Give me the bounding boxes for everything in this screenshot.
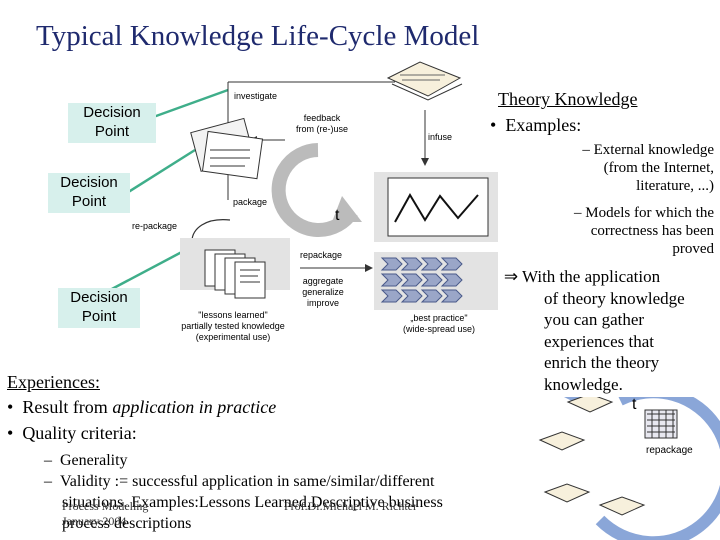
theory-arrow-block: ⇒With the application of theory knowledg… <box>500 264 716 397</box>
label-re-package: re-package <box>132 221 178 231</box>
experiences-heading: Experiences: <box>7 372 100 392</box>
label-infuse: infuse <box>428 132 453 142</box>
open-book-icon <box>386 61 463 101</box>
experiences-bullet-2: • Quality criteria: <box>7 423 137 443</box>
cycle-arrow <box>271 143 358 237</box>
wave-chart <box>374 172 498 242</box>
best-practice-flow <box>374 252 498 310</box>
label-t-main: t <box>335 207 340 224</box>
label-repackage: repackage <box>300 250 343 260</box>
theory-bullet: • Examples: <box>490 115 582 135</box>
papers-icon <box>190 117 264 180</box>
slide-title: Typical Knowledge Life-Cycle Model <box>36 20 480 52</box>
label-package: package <box>233 197 268 207</box>
label-investigate: investigate <box>234 91 278 101</box>
document-stack-icon <box>180 238 290 299</box>
footer-course: Process Modeling <box>62 499 149 513</box>
right-books-icons <box>538 393 678 516</box>
green-line-2 <box>121 148 196 198</box>
green-line-1 <box>144 88 229 122</box>
label-t-right: t <box>632 396 637 413</box>
grid-icon <box>647 410 675 438</box>
theory-heading: Theory Knowledge <box>498 89 638 109</box>
label-repackage-right: repackage <box>646 445 693 456</box>
footer-date: January 2004 <box>62 514 127 528</box>
experiences-sub-list: – Generality – Validity := successful ap… <box>44 452 443 532</box>
experiences-bullet-1: • Result from application in practice <box>7 397 277 417</box>
theory-sub1: – External knowledge (from the Internet,… <box>582 142 714 194</box>
theory-sub2: – Models for which the correctness has b… <box>574 205 714 257</box>
footer-author: Prof.Dr.Michael M. Richter <box>284 499 417 513</box>
label-lessons-learned: "lessons learned"partially tested knowle… <box>181 310 285 342</box>
label-best-practice: „best practice"(wide-spread use) <box>402 313 476 334</box>
